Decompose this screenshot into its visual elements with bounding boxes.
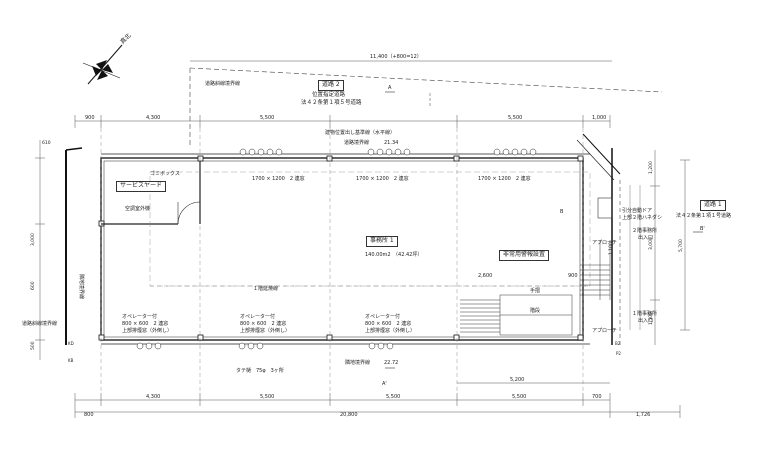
service-yard-tag: サービスヤード	[116, 181, 167, 192]
setback-dim: 21.34	[384, 140, 398, 146]
dim-left-2: 600	[30, 281, 36, 290]
door-note-1: 引分自動ドア	[622, 207, 652, 214]
garbage-box-label: ゴミボックス	[150, 170, 180, 177]
dim-right-0: 1,200	[648, 161, 654, 174]
bottom-note: タテ樋 75φ 3ヶ所	[236, 367, 284, 374]
dim-left-3: 500	[30, 341, 36, 350]
entrance-1-l1: ２階事務所	[632, 227, 657, 234]
dim-bottom-0: 800	[84, 412, 94, 418]
road1-line1: 法４２条第１項１号道路	[676, 212, 731, 219]
dim-bottom-2: 5,500	[260, 394, 274, 400]
operator-2-l2: 800 × 600 2 連窓	[240, 320, 286, 327]
ac-unit-label: 空調室外機	[125, 205, 150, 212]
shutter-2: 1700 × 1200 2 連窓	[356, 175, 409, 182]
shutter-3: 1700 × 1200 2 連窓	[478, 175, 531, 182]
operator-1-l2: 800 × 600 2 連窓	[122, 320, 168, 327]
corner-mark-3: P2	[616, 351, 621, 356]
floor1-line-label: １階延焼線	[253, 285, 278, 292]
dim-bottom-total: 20,800	[340, 412, 358, 418]
dim-top-2: 5,500	[260, 115, 274, 121]
setback-line-label: 建物位置出し基準線（水平線）	[325, 129, 395, 136]
road-oblique-left-label: 道路斜線境界線	[22, 320, 57, 327]
top-dimension-chain	[74, 115, 611, 128]
dim-left-0: 610	[42, 140, 51, 146]
north-label: 真北	[118, 32, 132, 46]
operator-2-l1: オペレーター付	[240, 313, 275, 320]
corner-mark-2: B2	[615, 341, 621, 346]
road2-line2: 法４２条第１項５号道路	[301, 98, 362, 106]
dim-bottom-3: 5,500	[386, 394, 400, 400]
column-posts	[98, 155, 584, 341]
bottom-dimension-chain	[74, 382, 681, 418]
entrance-1-l2: 出入口	[638, 234, 653, 241]
road2-line1: 位置指定道路	[312, 90, 346, 98]
approach-top: アプローチ	[592, 240, 617, 246]
dim-top-1: 4,300	[146, 115, 160, 121]
operator-2-l3: 上部排煙窓（外倒し）	[240, 327, 290, 334]
door-dim-0: 2,600	[478, 273, 492, 279]
road-boundary-label: 道路境界線	[344, 139, 369, 146]
site-boundary-left-label: 隣地境界線	[78, 274, 85, 299]
dim-left-1: 3,000	[30, 233, 36, 246]
stair-label: 階段	[530, 307, 540, 314]
dim-right-total: 5,700	[678, 239, 684, 252]
operator-3-l3: 上部排煙窓（外倒し）	[365, 327, 415, 334]
office-tag: 事務所 1	[366, 236, 398, 247]
handrail-label: 手摺	[530, 287, 540, 294]
dim-bottom-1: 4,300	[146, 394, 160, 400]
entry-stair	[460, 240, 611, 336]
operator-3-l1: オペレーター付	[365, 313, 400, 320]
dim-right-1: 3,000	[648, 237, 654, 250]
section-b-bottom: B'	[700, 226, 705, 232]
approach-bottom: アプローチ	[592, 328, 617, 334]
dim-bottom-4: 5,500	[512, 394, 526, 400]
eave-symbols-top	[136, 148, 537, 350]
building-outline	[100, 157, 584, 341]
dim-bottom-right: 1,726	[636, 412, 650, 418]
shutter-1: 1700 × 1200 2 連窓	[252, 175, 305, 182]
road2-tag: 道路 2	[318, 80, 344, 91]
entrance-2-l2: 出入口	[638, 317, 653, 324]
door-dim-1: 900	[568, 273, 578, 279]
operator-1-l1: オペレーター付	[122, 313, 157, 320]
dim-top-0: 900	[85, 115, 95, 121]
section-a-bottom: A'	[382, 381, 387, 387]
site-boundary-label: 隣地境界線	[345, 359, 370, 366]
dim-top-4: 1,000	[592, 115, 606, 121]
entrance-2-l1: １階事務所	[632, 310, 657, 317]
dim-top-3: 5,500	[508, 115, 522, 121]
corner-mark-0: KD	[68, 341, 74, 346]
dim-right-2: 1,500	[648, 312, 654, 325]
north-arrow-icon	[82, 44, 123, 85]
office-area: 140.00m2 （42.42坪）	[365, 251, 422, 258]
door-dim-2: 1,100	[608, 242, 614, 255]
emergency-tag: 非常用警報設置	[499, 250, 550, 261]
dim-overall-top: 11,400（+800=12）	[370, 54, 422, 60]
road-oblique-top-label: 道路斜線境界線	[205, 80, 240, 87]
dim-lower-right: 5,200	[510, 377, 524, 383]
site-dim: 22.72	[384, 360, 398, 366]
road1-tag: 道路 1	[700, 200, 726, 211]
corner-mark-1: KB	[68, 358, 74, 363]
operator-1-l3: 上部排煙窓（外倒し）	[122, 327, 172, 334]
dim-bottom-5: 700	[592, 394, 602, 400]
section-b-top: B	[560, 209, 564, 215]
door-note-2: 上部２階ハネダシ	[622, 214, 662, 221]
operator-3-l2: 800 × 600 2 連窓	[365, 320, 411, 327]
section-a-top: A	[388, 85, 392, 91]
